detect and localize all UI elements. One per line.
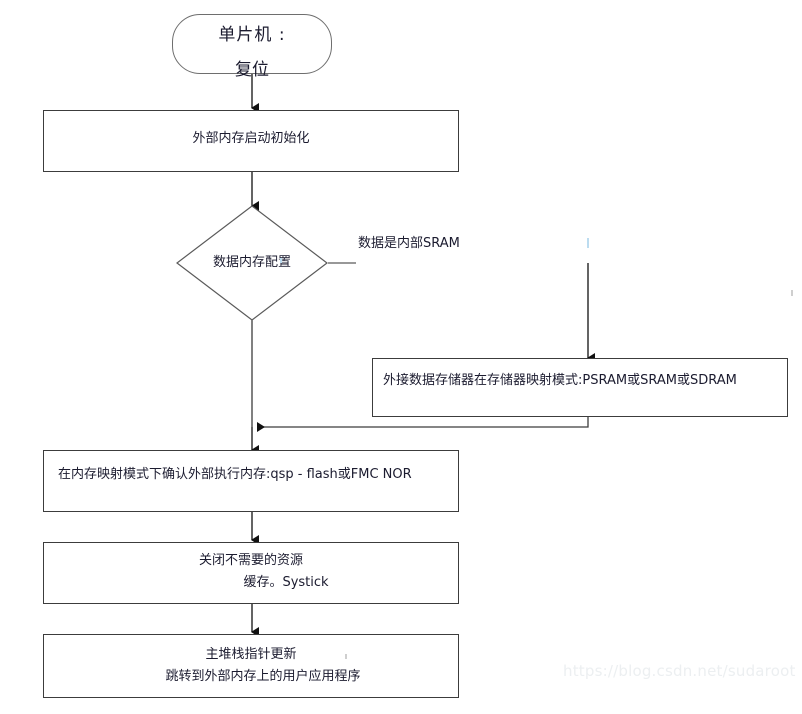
node-jump[interactable]: 主堆栈指针更新 跳转到外部内存上的用户应用程序	[43, 634, 459, 698]
edge-external-mem-to-trunk	[257, 417, 589, 432]
node-decision-label: 数据内存配置	[212, 255, 291, 270]
decision-shape	[176, 205, 328, 321]
node-external-mem[interactable]: 外接数据存储器在存储器映射模式:PSRAM或SRAM或SDRAM	[372, 358, 788, 417]
node-close-resources-line1: 关闭不需要的资源	[198, 553, 303, 568]
node-external-mem-label: 外接数据存储器在存储器映射模式:PSRAM或SRAM或SDRAM	[383, 373, 737, 388]
node-init-label: 外部内存启动初始化	[192, 131, 310, 146]
node-init[interactable]: 外部内存启动初始化	[43, 110, 459, 172]
edge-label-branch-internal-sram: 数据是内部SRAM	[358, 236, 460, 251]
node-jump-line2: 跳转到外部内存上的用户应用程序	[165, 669, 361, 684]
node-jump-line1: 主堆栈指针更新	[205, 647, 297, 662]
node-decision[interactable]: 数据内存配置	[176, 205, 328, 321]
node-confirm-exec[interactable]: 在内存映射模式下确认外部执行内存:qsp - flash或FMC NOR	[43, 450, 459, 512]
artifact-speck-1	[587, 238, 589, 248]
artifact-speck-4	[345, 654, 347, 659]
watermark: https://blog.csdn.net/sudaroot	[563, 662, 796, 680]
node-start[interactable]: 单片机 :	[172, 14, 332, 74]
node-close-resources[interactable]: 关闭不需要的资源 缓存。Systick	[43, 542, 459, 604]
node-start-line1: 单片机 :	[218, 25, 286, 45]
artifact-speck-3	[791, 290, 793, 296]
node-confirm-exec-label: 在内存映射模式下确认外部执行内存:qsp - flash或FMC NOR	[58, 467, 412, 482]
node-close-resources-line2: 缓存。Systick	[243, 575, 329, 590]
artifact-speck-2	[280, 258, 282, 263]
node-start-line2: 复位	[235, 60, 269, 80]
